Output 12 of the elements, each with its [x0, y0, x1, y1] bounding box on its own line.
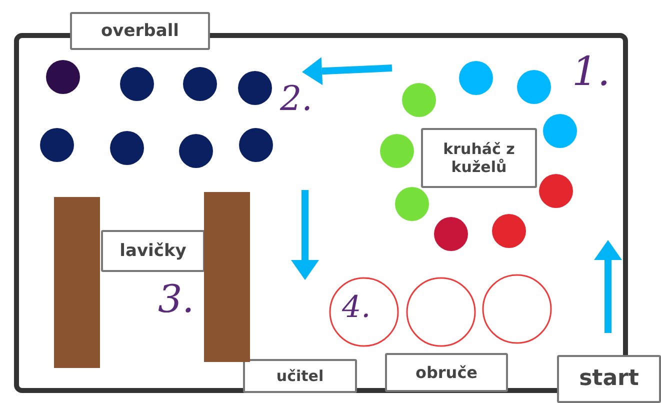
station-number: 4. — [342, 293, 371, 323]
bench — [204, 192, 250, 362]
station-number: 2. — [280, 82, 312, 116]
area-label: lavičky — [101, 230, 205, 272]
bench — [54, 197, 100, 368]
station-number: 1. — [572, 52, 610, 92]
area-label: overball — [70, 12, 210, 50]
station-number: 3. — [158, 280, 194, 318]
start-label: start — [557, 355, 661, 403]
area-label: kruháč z kuželů — [421, 128, 537, 188]
area-label: učitel — [243, 359, 357, 393]
area-label: obruče — [385, 353, 508, 392]
